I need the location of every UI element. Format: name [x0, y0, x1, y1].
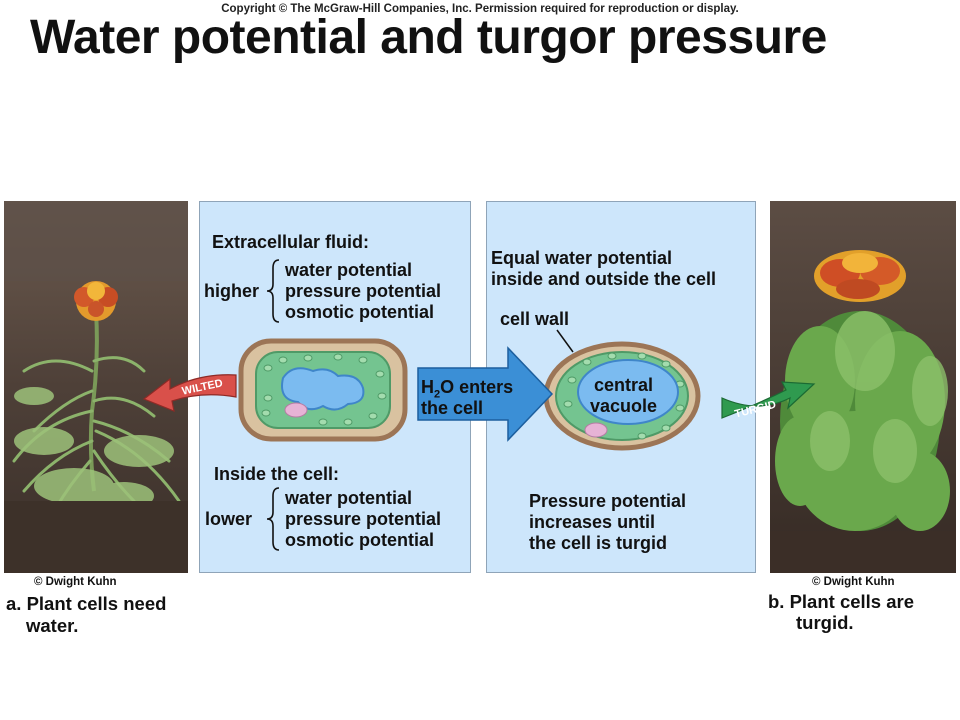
higher-label: higher — [204, 281, 260, 301]
vacuole-label-line1: central — [594, 375, 654, 395]
turgid-label: TURGID — [734, 399, 778, 421]
wilted-arrow: WILTED — [140, 367, 240, 420]
lower-label: lower — [205, 509, 253, 529]
extracellular-heading: Extracellular fluid: — [212, 232, 370, 252]
equal-potential-line2: inside and outside the cell — [491, 269, 717, 289]
pressure-text-line2: increases until — [529, 512, 656, 532]
water-enters-arrow — [416, 346, 556, 447]
caption-right-line1: b. Plant cells are — [768, 591, 915, 612]
caption-left-line2: water. — [26, 615, 79, 636]
bottom-item-osmotic-potential: osmotic potential — [285, 530, 435, 550]
pressure-text-line3: the cell is turgid — [529, 533, 668, 553]
arrow-label-line1: H2O enters — [421, 377, 514, 401]
top-item-water-potential: water potential — [285, 260, 413, 280]
bottom-item-water-potential: water potential — [285, 488, 413, 508]
cell-wall-leader-line — [555, 328, 585, 359]
photo-credit-right: © Dwight Kuhn — [812, 576, 895, 588]
copyright-notice: Copyright © The McGraw-Hill Companies, I… — [221, 3, 739, 15]
top-item-osmotic-potential: osmotic potential — [285, 302, 435, 322]
turgid-arrow: TURGID — [718, 378, 818, 431]
flaccid-cell — [238, 338, 408, 447]
equal-potential-line1: Equal water potential — [491, 248, 673, 268]
top-item-pressure-potential: pressure potential — [285, 281, 442, 301]
bottom-item-pressure-potential: pressure potential — [285, 509, 442, 529]
caption-left-line1: a. Plant cells need — [6, 593, 167, 614]
page-title: Water potential and turgor pressure — [30, 11, 827, 64]
arrow-label-line2: the cell — [421, 398, 484, 418]
pressure-text-line1: Pressure potential — [529, 491, 687, 511]
photo-credit-left: © Dwight Kuhn — [34, 576, 117, 588]
vacuole-label-line2: vacuole — [590, 396, 658, 416]
turgid-cell — [542, 340, 702, 457]
caption-right-line2: turgid. — [796, 612, 854, 633]
wilted-plant-illustration — [4, 201, 188, 573]
wilted-plant-photo — [4, 201, 188, 573]
cell-wall-label: cell wall — [500, 309, 570, 329]
inside-cell-heading: Inside the cell: — [214, 464, 340, 484]
top-brace — [265, 258, 283, 329]
bottom-brace — [265, 486, 283, 557]
